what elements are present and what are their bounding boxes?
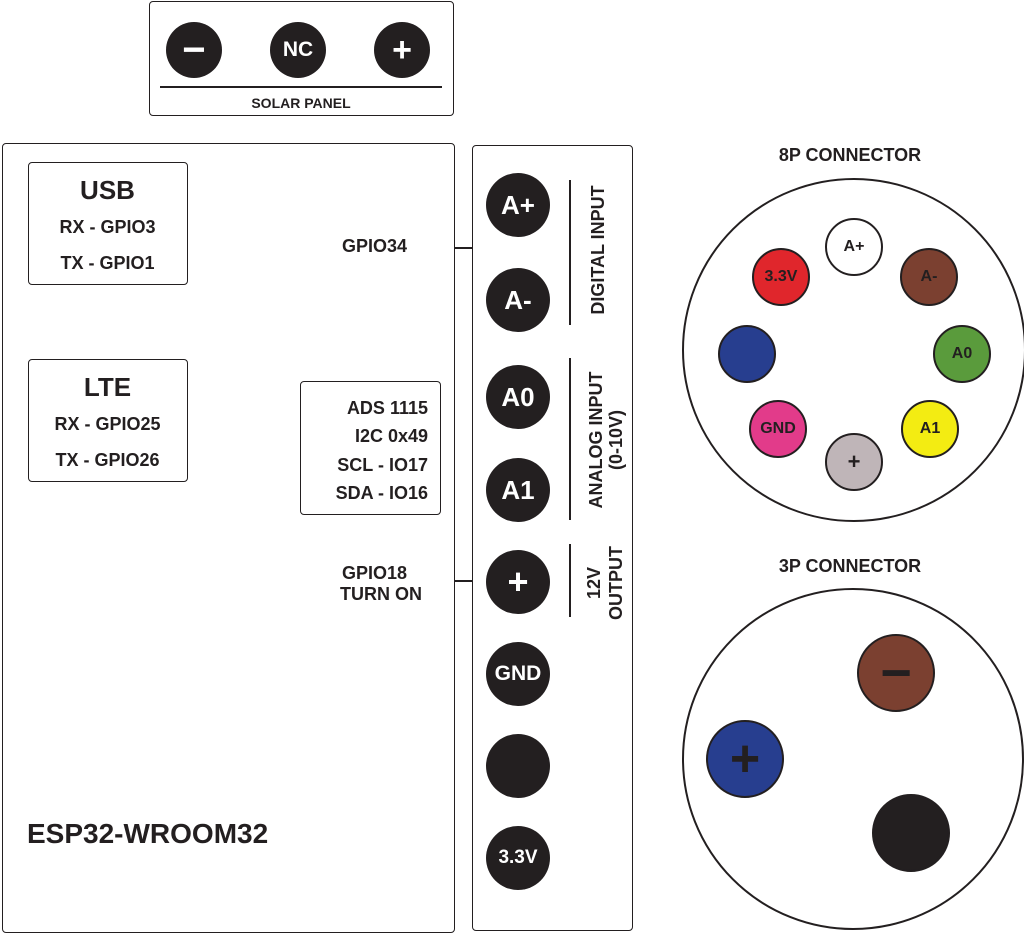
connector-3p-title: 3P CONNECTOR <box>778 556 922 576</box>
terminal-strip <box>472 145 633 931</box>
connector-8p-pin-blank <box>718 325 776 383</box>
output-label-line2: OUTPUT <box>606 546 626 620</box>
solar-nc-pin: NC <box>270 22 326 78</box>
ads-line4: SDA - IO16 <box>335 483 428 503</box>
terminal-pin-a-minus: A- <box>486 268 550 332</box>
connector-3p-minus-pin: − <box>857 634 935 712</box>
terminal-pin-gnd: GND <box>486 642 550 706</box>
usb-box: USB RX - GPIO3 TX - GPIO1 <box>28 162 188 285</box>
terminal-pin-a-plus: A+ <box>486 173 550 237</box>
gpio34-label: GPIO34 <box>342 236 408 256</box>
ads-line3: SCL - IO17 <box>337 455 428 475</box>
terminal-pin-blank <box>486 734 550 798</box>
connector-8p-pin-a1: A1 <box>901 400 959 458</box>
connector-3p-plus-pin: + <box>706 720 784 798</box>
connector-8p-pin-gnd: GND <box>749 400 807 458</box>
output-label-line1: 12V <box>584 566 604 600</box>
terminal-pin-a0: A0 <box>486 365 550 429</box>
terminal-pin-a1: A1 <box>486 458 550 522</box>
digital-input-label: DIGITAL INPUT <box>588 185 608 315</box>
terminal-pin-plus: + <box>486 550 550 614</box>
usb-title: USB <box>80 175 135 205</box>
analog-input-bracket <box>569 358 571 520</box>
connector-8p-pin-a0: A0 <box>933 325 991 383</box>
connector-3p-blank-pin <box>872 794 950 872</box>
usb-rx: RX - GPIO3 <box>59 217 156 237</box>
connector-8p-pin-a-minus: A- <box>900 248 958 306</box>
lte-tx: TX - GPIO26 <box>55 450 160 470</box>
solar-divider <box>160 86 442 88</box>
ads1115-box: ADS 1115 I2C 0x49 SCL - IO17 SDA - IO16 <box>300 381 441 515</box>
solar-minus-pin: − <box>166 22 222 78</box>
ads-line2: I2C 0x49 <box>354 426 428 446</box>
lte-title: LTE <box>83 372 132 402</box>
gpio34-connector-line <box>455 247 473 249</box>
solar-plus-pin: + <box>374 22 430 78</box>
solar-panel-title: SOLAR PANEL <box>251 95 351 111</box>
connector-8p-pin-3v3: 3.3V <box>752 248 810 306</box>
analog-input-label-line1: ANALOG INPUT <box>586 371 606 509</box>
esp32-title: ESP32-WROOM32 <box>27 818 269 849</box>
usb-tx: TX - GPIO1 <box>60 253 155 273</box>
gpio18-connector-line <box>455 580 473 582</box>
gpio18-label-line2: TURN ON <box>340 584 422 604</box>
analog-input-label-line2: (0-10V) <box>606 409 626 471</box>
terminal-pin-3v3: 3.3V <box>486 826 550 890</box>
lte-rx: RX - GPIO25 <box>54 414 161 434</box>
lte-box: LTE RX - GPIO25 TX - GPIO26 <box>28 359 188 482</box>
connector-8p-pin-a-plus: A+ <box>825 218 883 276</box>
connector-8p-title: 8P CONNECTOR <box>778 145 922 165</box>
digital-input-bracket <box>569 180 571 325</box>
output-bracket <box>569 544 571 617</box>
solar-panel-box: − NC + SOLAR PANEL <box>149 1 454 116</box>
connector-8p-pin-plus: + <box>825 433 883 491</box>
gpio18-label-line1: GPIO18 <box>342 563 408 583</box>
ads-line1: ADS 1115 <box>346 398 428 418</box>
